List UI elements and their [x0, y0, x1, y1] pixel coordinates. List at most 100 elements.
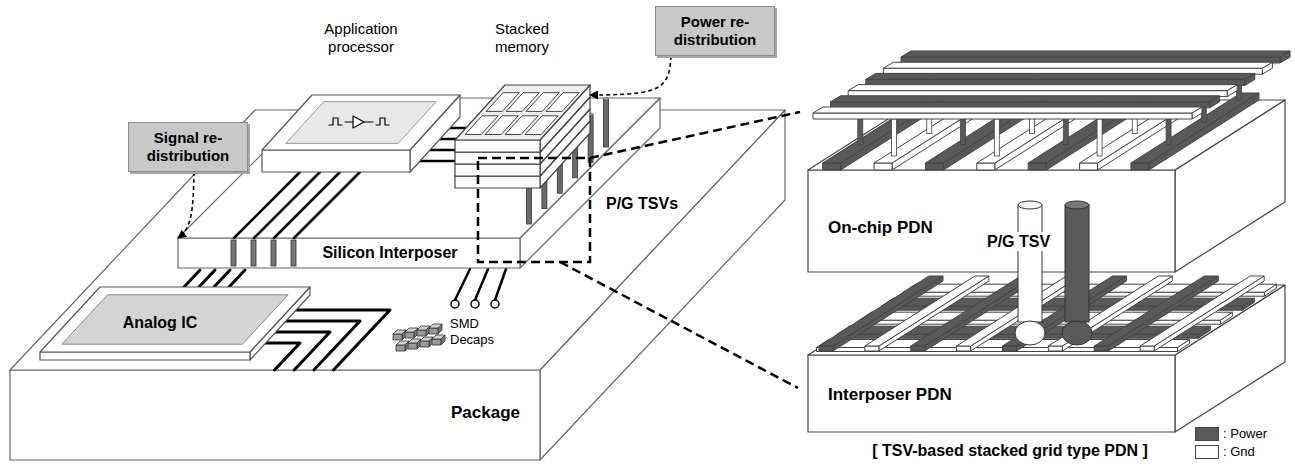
shape-group: [455, 85, 590, 188]
shape-face: [813, 113, 1192, 119]
trace-line: [184, 270, 200, 287]
shape-face: [1140, 276, 1264, 346]
part-label: P/G TSV: [985, 232, 1052, 251]
shape-face: [866, 73, 1255, 79]
shape-face: [40, 287, 310, 352]
analog-chip: Analog IC: [40, 287, 310, 360]
shape-face: [911, 346, 925, 351]
trace-line: [282, 321, 360, 370]
via-post: [994, 119, 999, 156]
trace-line: [292, 310, 390, 370]
shape-face: [396, 341, 409, 345]
shape-face: [874, 163, 892, 170]
shape-face: [408, 339, 421, 343]
shape-face: [262, 150, 410, 172]
shape-face: [420, 337, 433, 341]
shape-outline: [178, 98, 660, 268]
tsv-body: [1065, 205, 1089, 322]
callout-text: Power re- distribution: [665, 13, 765, 49]
tsv-via: [251, 240, 256, 266]
trace-line: [329, 118, 342, 125]
memory-stack: Stacked memory: [455, 20, 590, 188]
part-label: SMD Decaps: [450, 316, 505, 347]
node-label: Stacked memory: [472, 20, 572, 56]
shape-face: [455, 164, 540, 176]
trace-line: [475, 269, 488, 300]
callout-arrow: [590, 56, 671, 95]
legend-row: : Power: [1195, 426, 1267, 442]
interposer-slab: Silicon InterposerApplication processorS…: [178, 98, 660, 268]
tsv-via: [291, 240, 296, 266]
tsv-top: [1018, 201, 1042, 209]
tsv-body: [1018, 205, 1042, 322]
shape-face: [883, 62, 1272, 68]
legend-swatch: [1195, 445, 1219, 459]
shape-face: [831, 96, 1220, 102]
trace-line: [294, 172, 360, 238]
node-label: On-chip PDN: [828, 218, 998, 238]
tsv-via: [271, 240, 276, 266]
shape-face: [1131, 163, 1149, 170]
trace-line: [229, 270, 245, 287]
shape-face: [10, 370, 540, 460]
callout-box: Power re- distribution: [655, 6, 775, 56]
shape-face: [455, 85, 590, 140]
node-label: Interposer PDN: [828, 385, 1008, 405]
shape-group: [40, 287, 310, 360]
trace-line: [495, 269, 506, 300]
shape-group: [808, 201, 1285, 432]
shape-outline: [808, 270, 1285, 432]
trace-line: [262, 343, 300, 370]
shape-face: [813, 107, 1202, 113]
shape-face: [925, 163, 943, 170]
trace-line: [272, 332, 330, 370]
shape-face: [432, 335, 445, 339]
trace-line: [254, 172, 320, 238]
trace-line: [345, 121, 353, 122]
shape-face: [455, 140, 540, 152]
shape-face: [429, 328, 438, 334]
via-post: [1097, 119, 1102, 156]
shape-face: [405, 332, 414, 338]
shape-face: [62, 295, 288, 344]
shape-face: [353, 116, 364, 128]
shape-face: [405, 328, 418, 332]
shape-face: [1154, 276, 1264, 351]
shape-face: [1003, 346, 1017, 351]
trace-line: [455, 269, 470, 300]
tsv-bump: [1062, 321, 1092, 345]
shape-face: [1140, 346, 1154, 351]
shape-face: [393, 330, 406, 334]
shape-face: [417, 330, 426, 336]
shape-face: [865, 346, 879, 351]
shape-face: [1028, 163, 1046, 170]
legend-row: : Gnd: [1195, 444, 1255, 460]
part-label: P/G TSVs: [606, 194, 678, 213]
callout-box: Signal re- distribution: [128, 122, 248, 172]
legend-text: : Gnd: [1223, 444, 1255, 460]
trace-line: [234, 172, 300, 238]
shape-face: [40, 352, 250, 360]
node-label: Package: [400, 403, 520, 423]
node-label: Silicon Interposer: [250, 243, 530, 262]
shape-face: [429, 324, 442, 328]
shape-face: [1094, 346, 1108, 351]
shape-group: [808, 51, 1290, 272]
legend-swatch: [1195, 427, 1219, 441]
via-dot: [491, 300, 499, 308]
trace-line: [376, 118, 389, 125]
shape-face: [420, 341, 429, 347]
shape-face: [848, 85, 1237, 91]
tsv-bump: [1015, 321, 1045, 345]
via-post: [892, 119, 897, 156]
shape-face: [286, 102, 436, 144]
shape-face: [432, 339, 441, 345]
shape-face: [408, 343, 417, 349]
shape-face: [525, 116, 558, 135]
package-slab: PackageSilicon InterposerApplication pro…: [10, 110, 785, 460]
shape-face: [262, 95, 460, 150]
label-anchor: SMD Decaps: [450, 316, 505, 347]
tsv-via: [231, 240, 236, 266]
